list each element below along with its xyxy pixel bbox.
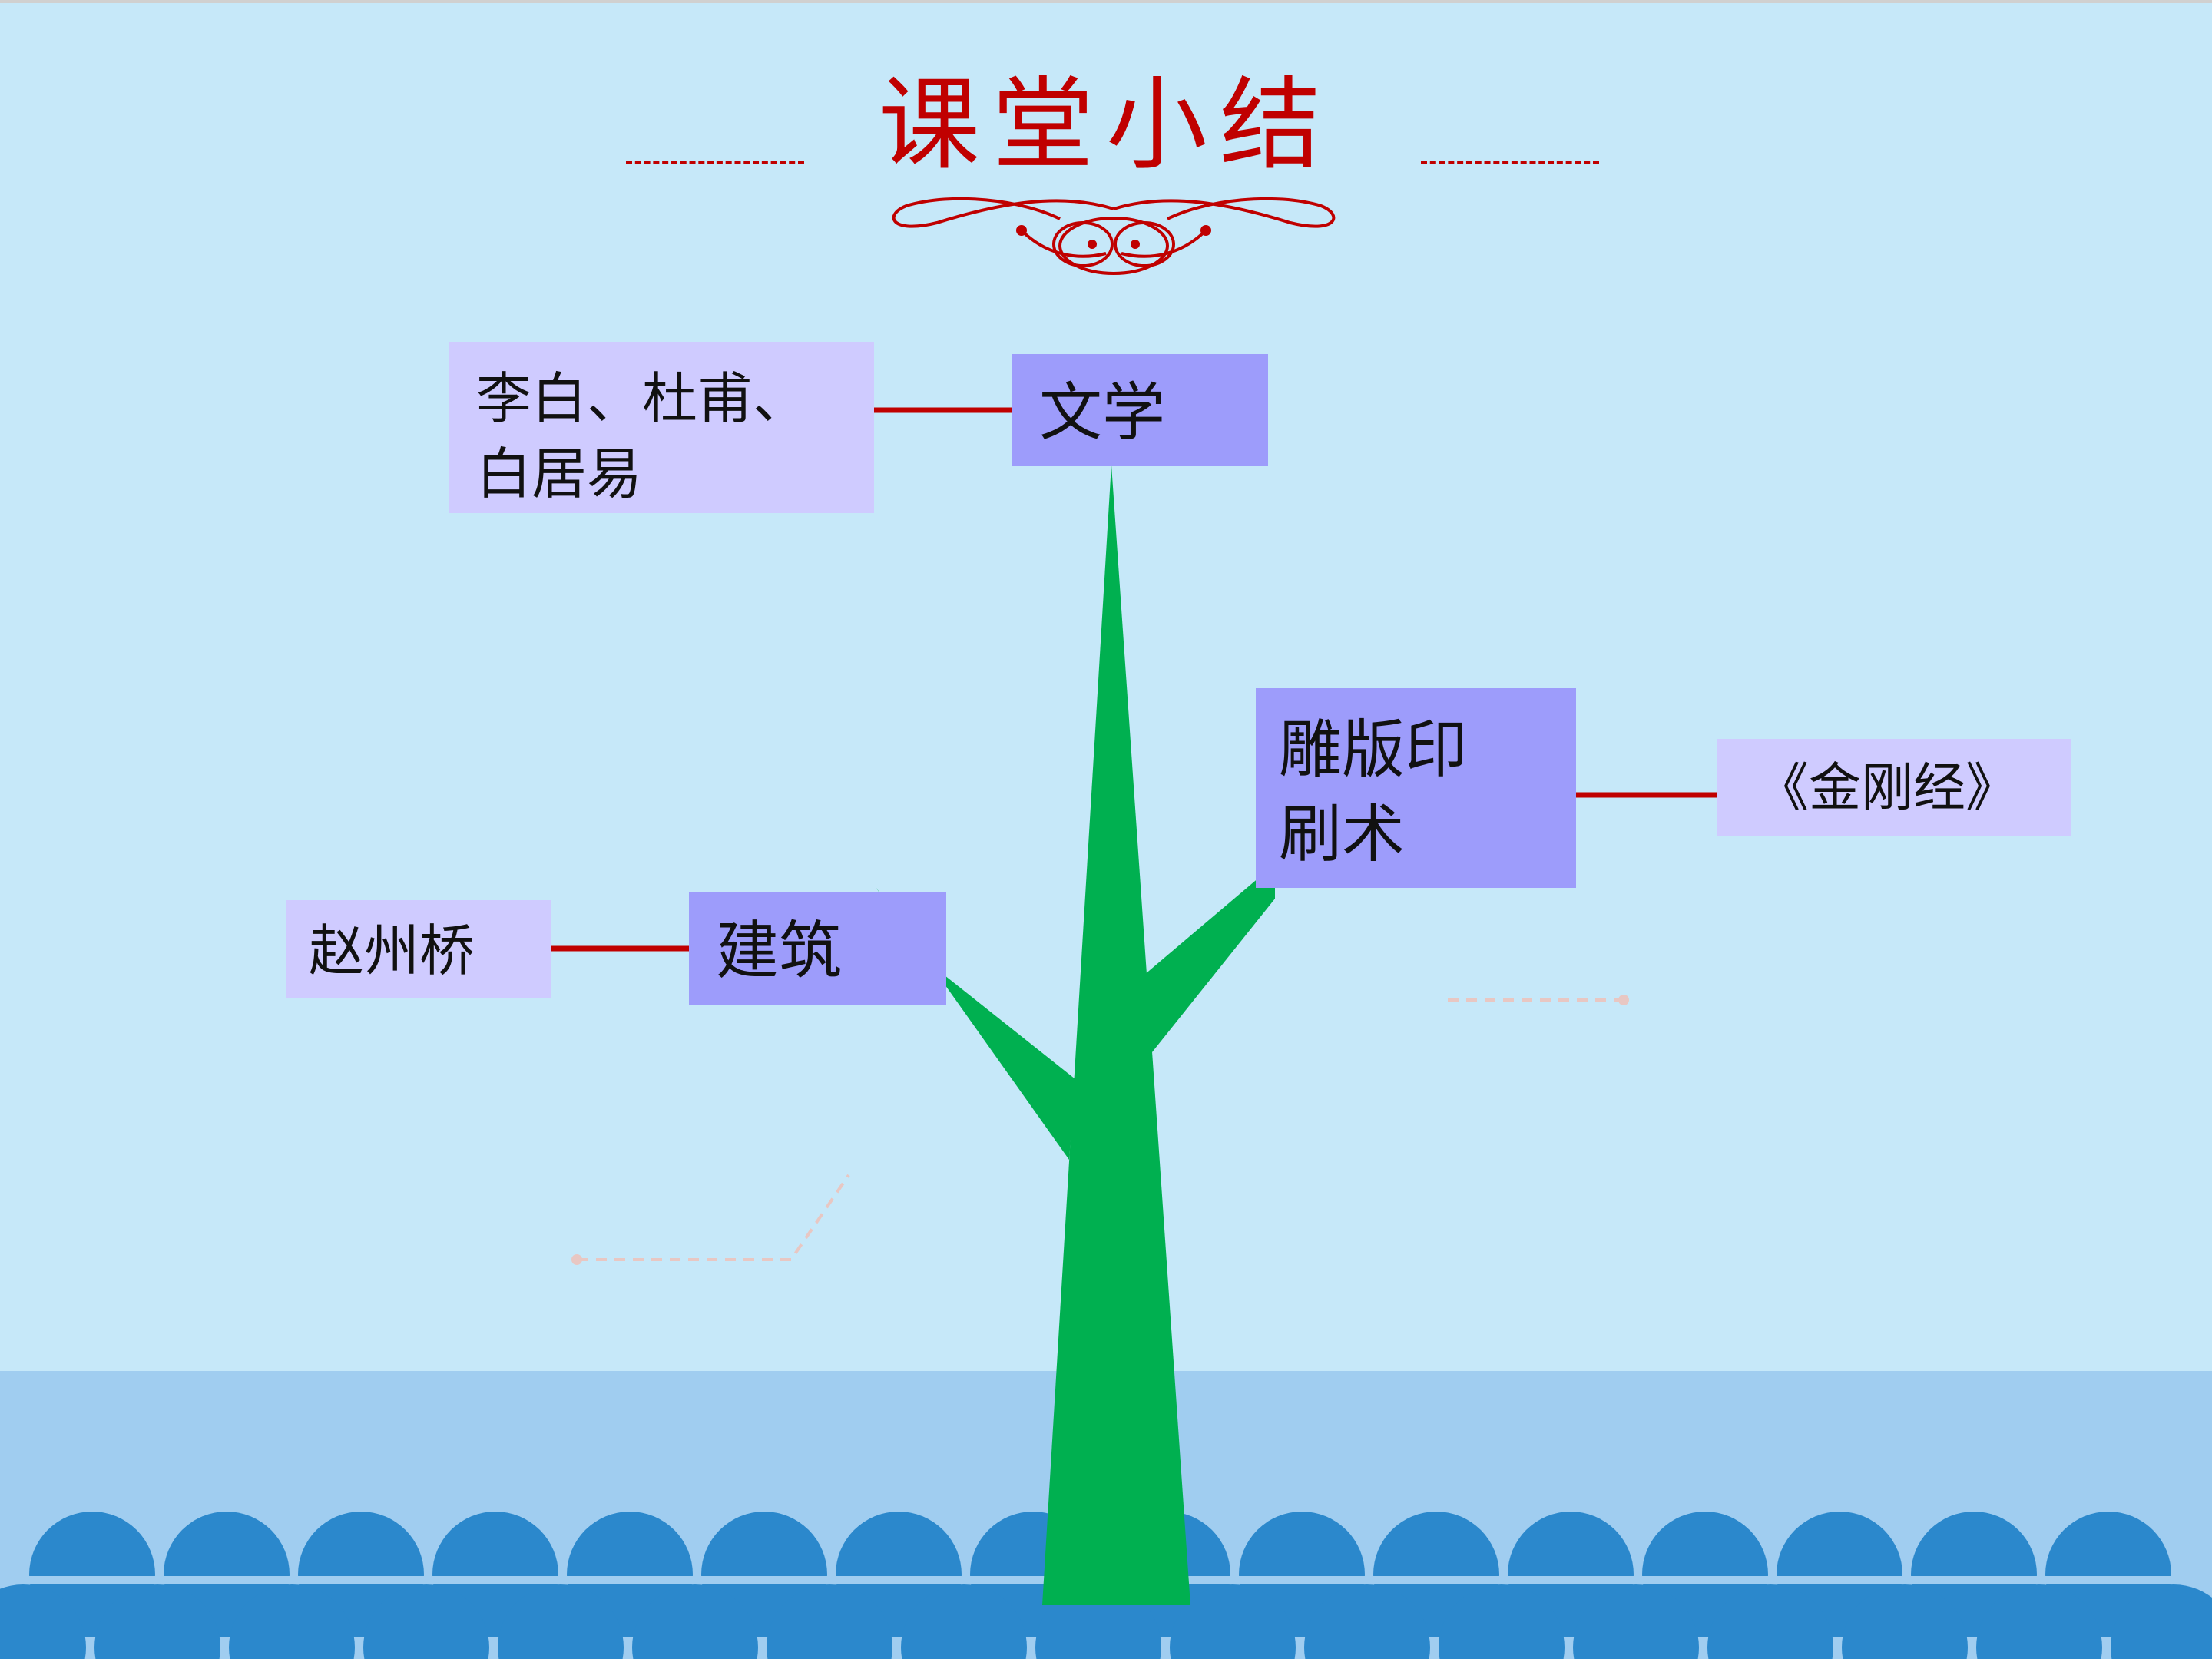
connectors [551,407,1717,952]
waves-front [0,1584,2212,1659]
top-border [0,0,2212,3]
node-literature-detail-label: 李白、杜甫、 白居易 [476,366,809,506]
node-architecture: 建筑 [689,892,946,1005]
node-architecture-detail: 赵州桥 [286,900,551,998]
node-printing-label: 雕版印 刷术 [1279,714,1469,871]
node-printing-detail-label: 《金刚经》 [1757,758,2018,819]
decorative-dot [571,1254,582,1265]
node-printing-detail: 《金刚经》 [1717,739,2071,836]
node-architecture-label: 建筑 [716,915,843,988]
node-literature-detail: 李白、杜甫、 白居易 [449,342,874,513]
tree-trunk [1042,465,1190,1605]
decorative-dot [1618,995,1629,1005]
title-dash-right [1421,161,1599,164]
node-printing: 雕版印 刷术 [1256,688,1576,888]
title-flourish [892,197,1336,275]
title-dash-left [626,161,804,164]
tree-branch-right [1139,864,1275,1052]
node-literature: 文学 [1012,354,1268,466]
decorative-dashed-lines [578,998,1621,1261]
node-architecture-detail-label: 赵州桥 [309,919,475,983]
node-literature-label: 文学 [1039,376,1166,449]
page-title: 课堂小结 [879,66,1333,184]
